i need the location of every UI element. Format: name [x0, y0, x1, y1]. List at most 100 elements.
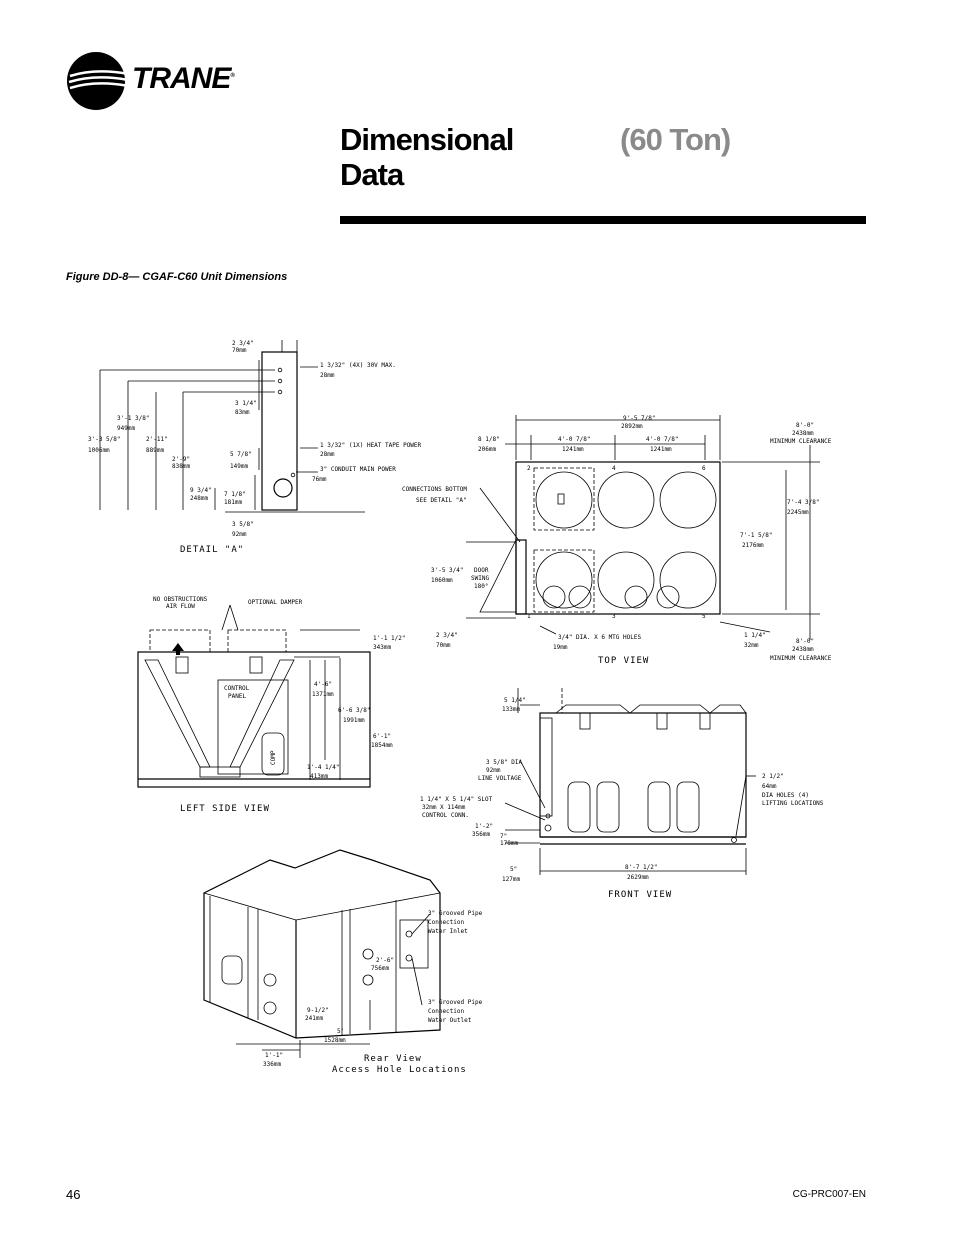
front-view-d6m: 127mm [502, 876, 520, 883]
detail-a-d8m: 28mm [320, 451, 335, 458]
rear-view-inlet3: Water Inlet [428, 928, 468, 935]
rear-view-label1: Rear View [364, 1054, 422, 1064]
left-view-d1m: 343mm [373, 644, 391, 651]
front-view-d3: 1 1/4" X 5 1/4" SLOT [420, 796, 493, 803]
detail-a-d12: 7 1/8" [224, 491, 246, 498]
detail-a-d11: 9 3/4" [190, 487, 212, 494]
figure-caption: Figure DD-8— CGAF-C60 Unit Dimensions [66, 271, 288, 283]
left-view-d4: 6'-1" [373, 733, 391, 740]
front-view-d2: 3 5/8" DIA [486, 759, 523, 766]
front-view-d1m: 133mm [502, 706, 520, 713]
rear-view: 3" Grooved Pipe Connection Water Inlet 3… [203, 849, 483, 1075]
page-subtitle: (60 Ton) [620, 122, 731, 157]
rear-view-d2m: 241mm [305, 1015, 323, 1022]
top-view-door: 3'-5 3/4" [431, 567, 464, 574]
front-view-d5: 7" [500, 833, 507, 840]
top-view-b1: 2 3/4" [436, 632, 458, 639]
left-view-cp2: PANEL [228, 693, 246, 700]
front-view-d5m: 178mm [500, 840, 518, 847]
top-view-m5: 3 [612, 613, 616, 620]
top-view-clr2: 8'-0" [796, 638, 814, 645]
detail-a-d2: 1 3/32" (4X) 30V MAX. [320, 362, 396, 369]
detail-a-d3: 3 1/4" [235, 400, 257, 407]
left-view-d5: 1'-4 1/4" [307, 764, 340, 771]
detail-a-d5: 3'-3 5/8" [88, 436, 121, 443]
top-view-h1: 7'-4 3/8" [787, 499, 820, 506]
detail-a-d12m: 181mm [224, 499, 242, 506]
detail-a-d6m: 889mm [146, 447, 164, 454]
detail-a-view: 2 3/4" 70mm 1 3/32" (4X) 30V MAX. 28mm 3… [88, 340, 422, 555]
detail-a-d7: 2'-9" [172, 456, 190, 463]
front-view-d8l1: DIA HOLES (4) [762, 792, 809, 799]
front-view-d2m: 92mm [486, 767, 501, 774]
top-view-b2: 1 1/4" [744, 632, 766, 639]
rear-view-d4m: 336mm [263, 1061, 281, 1068]
detail-a-d4m: 949mm [117, 425, 135, 432]
top-view-wm: 2892mm [621, 423, 643, 430]
top-view-clr-label: MINIMUM CLEARANCE [770, 438, 832, 445]
rear-view-d2: 9-1/2" [307, 1007, 329, 1014]
front-view-label: FRONT VIEW [608, 890, 672, 900]
top-view-conn: CONNECTIONS BOTTOM [402, 486, 467, 493]
top-view-m6: 5 [702, 613, 706, 620]
front-view-d8l2: LIFTING LOCATIONS [762, 800, 824, 807]
top-view-l1: 8 1/8" [478, 436, 500, 443]
detail-a-d2m: 28mm [320, 372, 335, 379]
rear-view-outlet1: 3" Grooved Pipe [428, 999, 483, 1006]
top-view-m4: 1 [527, 613, 531, 620]
detail-a-d6: 2'-11" [146, 436, 168, 443]
front-view-d7: 8'-7 1/2" [625, 864, 658, 871]
top-view-doorm: 1060mm [431, 577, 453, 584]
top-view-clrm: 2438mm [792, 430, 814, 437]
top-view-b1m: 70mm [436, 642, 451, 649]
rear-view-outlet2: Connection [428, 1008, 465, 1015]
left-view-d5m: 413mm [310, 773, 328, 780]
top-view-holesm: 19mm [553, 644, 568, 651]
top-view-s2: 4'-0 7/8" [646, 436, 679, 443]
front-view-d3m: 32mm X 114mm [422, 804, 466, 811]
page-number: 46 [66, 1187, 81, 1202]
rear-view-d4: 1'-1" [265, 1052, 283, 1059]
top-view-door-l1: DOOR [474, 567, 489, 574]
left-view-d3: 6'-6 3/8" [338, 707, 371, 714]
top-view-s1: 4'-0 7/8" [558, 436, 591, 443]
left-view-comp: COMP [270, 750, 277, 765]
front-view-d2l: LINE VOLTAGE [478, 775, 522, 782]
rear-view-label2: Access Hole Locations [332, 1065, 467, 1075]
rear-view-d3m: 1528mm [324, 1037, 346, 1044]
rear-view-d3: 5' [337, 1028, 344, 1035]
front-view-d7m: 2629mm [627, 874, 649, 881]
left-view-air: AIR FLOW [166, 603, 195, 610]
left-view-d1: 1'-1 1/2" [373, 635, 406, 642]
detail-a-d1m: 70mm [232, 347, 247, 354]
top-view-w: 9'-5 7/8" [623, 415, 656, 422]
left-view-no-obs: NO OBSTRUCTIONS [153, 596, 208, 603]
left-view-d2m: 1371mm [312, 691, 334, 698]
rear-view-d1: 2'-6" [376, 957, 394, 964]
front-view-d6: 5" [510, 866, 517, 873]
detail-a-d13m: 92mm [232, 531, 247, 538]
detail-a-d8: 1 3/32" (1X) HEAT TAPE POWER [320, 442, 422, 449]
top-view-clr2-label: MINIMUM CLEARANCE [770, 655, 832, 662]
top-view-clr: 8'-0" [796, 422, 814, 429]
detail-a-d7m: 838mm [172, 463, 190, 470]
top-view-door-l3: 180° [474, 583, 488, 590]
top-view-m3: 6 [702, 465, 706, 472]
top-view: 9'-5 7/8" 2892mm 8 1/8" 206mm 4'-0 7/8" … [402, 415, 832, 666]
rear-view-inlet1: 3" Grooved Pipe [428, 910, 483, 917]
top-view-label: TOP VIEW [598, 656, 649, 666]
front-view-d3l: CONTROL CONN. [422, 812, 469, 819]
top-view-m2: 4 [612, 465, 616, 472]
left-view-d4m: 1854mm [371, 742, 393, 749]
detail-a-d10: 3" CONDUIT MAIN POWER [320, 466, 396, 473]
detail-a-d9: 5 7/8" [230, 451, 252, 458]
detail-a-d10m: 76mm [312, 476, 327, 483]
top-view-m1: 2 [527, 465, 531, 472]
top-view-door-l2: SWING [471, 575, 489, 582]
trane-logo-icon [67, 52, 129, 110]
top-view-holes: 3/4" DIA. X 6 MTG HOLES [558, 634, 641, 641]
detail-a-d4: 3'-1 3/8" [117, 415, 150, 422]
left-view-label: LEFT SIDE VIEW [180, 804, 270, 814]
top-view-s2m: 1241mm [650, 446, 672, 453]
